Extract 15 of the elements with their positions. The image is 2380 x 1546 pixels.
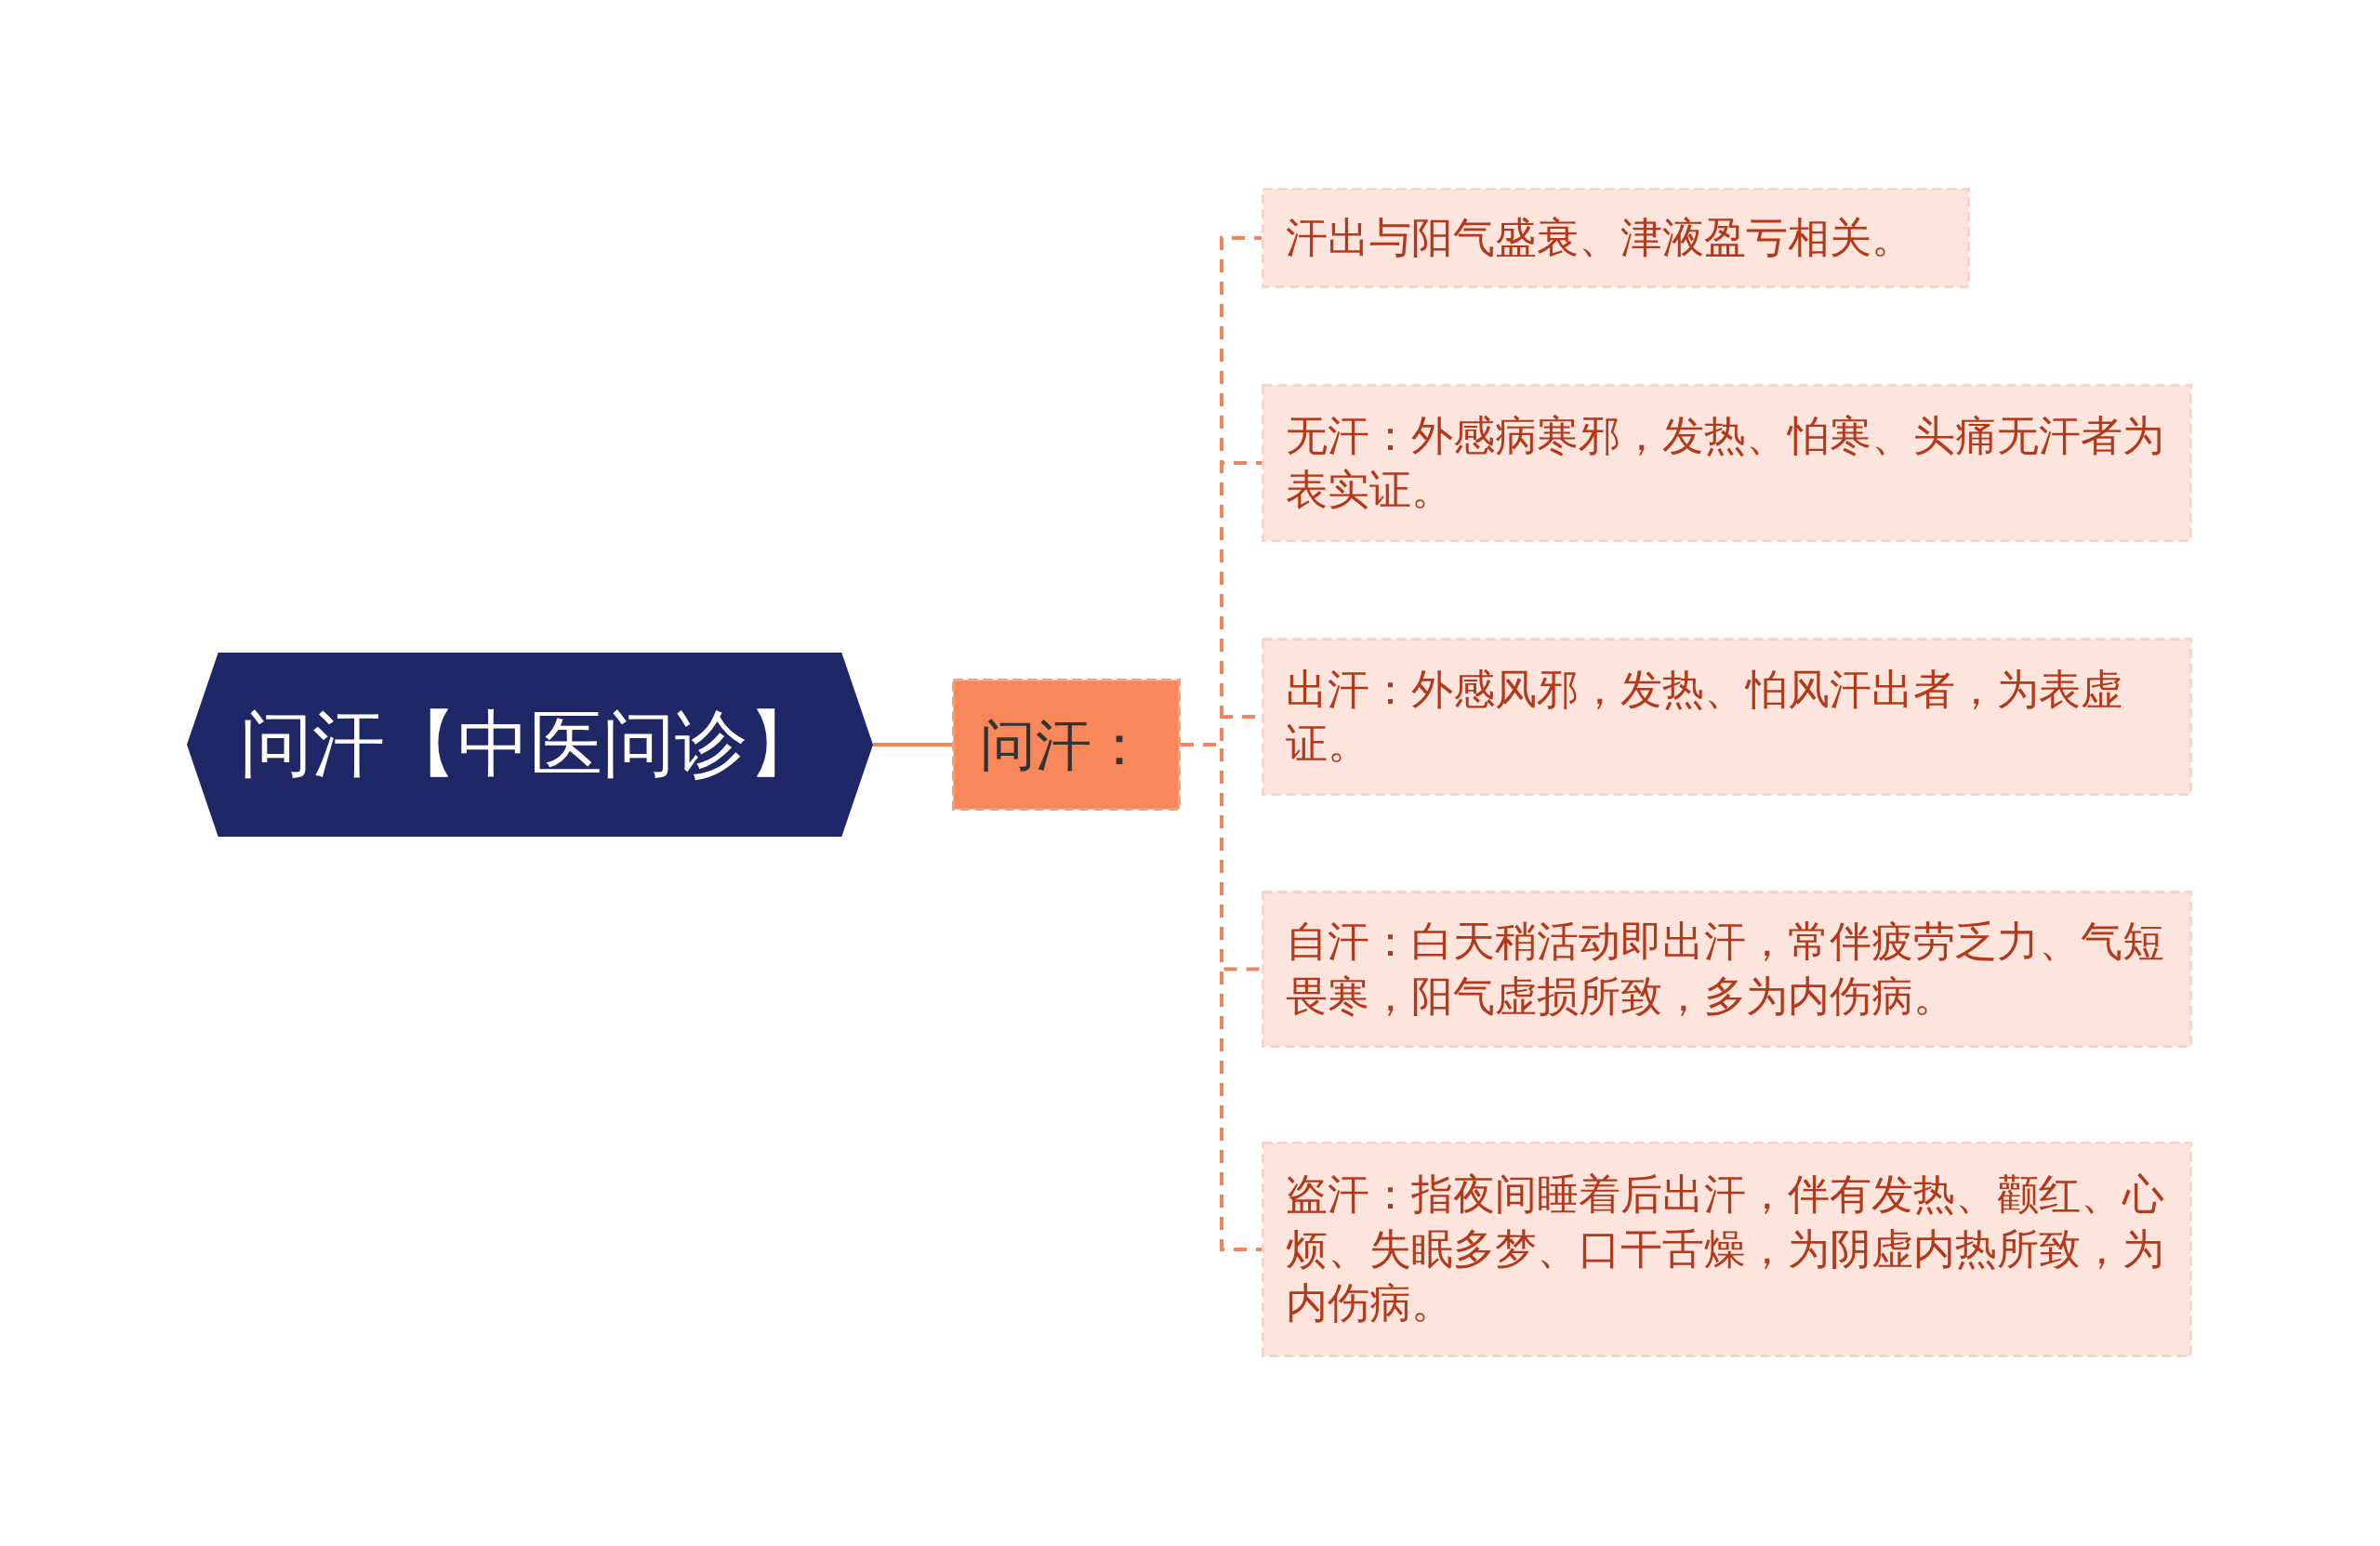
connector xyxy=(873,743,952,747)
note-text: 汗出与阳气盛衰、津液盈亏相关。 xyxy=(1286,211,1913,264)
note-text: 出汗：外感风邪，发热、怕风汗出者，为表虚证。 xyxy=(1286,663,2123,770)
note-box xyxy=(1262,1142,2192,1357)
topic-label: 问汗【中医问诊】 xyxy=(240,705,820,785)
subtopic-box xyxy=(952,679,1181,811)
note-box xyxy=(1262,891,2192,1048)
note-text: 盗汗：指夜间睡着后出汗，伴有发热、颧红、心烦、失眠多梦、口干舌燥，为阴虚内热所致，为内伤病。 xyxy=(1286,1169,2165,1330)
note-box xyxy=(1262,188,1970,288)
topic-hexagon xyxy=(187,653,873,837)
note-text: 无汗：外感病寒邪，发热、怕寒、头痛无汗者为表实证。 xyxy=(1286,409,2165,516)
note-box xyxy=(1262,638,2192,796)
note-box xyxy=(1262,384,2192,542)
topic-label: 问汗： xyxy=(980,714,1147,775)
note-text: 自汗：白天稍活动即出汗，常伴疲劳乏力、气短畏寒，阳气虚损所致，多为内伤病。 xyxy=(1286,916,2165,1023)
